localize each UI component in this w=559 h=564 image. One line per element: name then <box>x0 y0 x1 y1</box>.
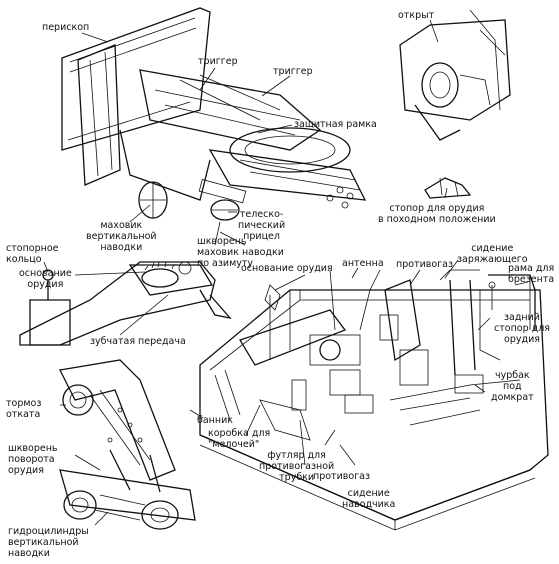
label-azimuth-handwheel: маховик наводки по азимуту <box>197 247 284 269</box>
label-jack-block: чурбак под домкрат <box>491 370 534 403</box>
vehicle-hull-drawing <box>199 269 549 531</box>
label-open: открыт <box>398 10 435 21</box>
label-gas-mask-1: противогаз <box>396 259 454 270</box>
gun-assembly-drawing <box>61 7 367 221</box>
label-antenna: антенна <box>342 258 384 269</box>
label-tarp-frame: рама для брезента <box>508 263 555 285</box>
leader-lines <box>43 19 529 526</box>
label-gear: зубчатая передача <box>90 336 186 347</box>
label-travel-lock: стопор для орудия в походном положении <box>378 203 496 225</box>
label-rear-lock: задний стопор для орудия <box>494 312 550 345</box>
gun-base-drawing <box>19 261 232 346</box>
label-gas-mask-tube-case: футляр для противогазной трубки <box>259 450 335 483</box>
label-shield-frame: защитная рамка <box>294 119 377 130</box>
label-gun-mount-2: основание орудия <box>241 263 333 274</box>
label-rammer: банник <box>197 415 234 426</box>
label-elevation-handwheel: маховик вертикальной наводки <box>86 220 157 253</box>
label-periscope: перископ <box>42 22 90 33</box>
recoil-assembly-drawing <box>59 359 196 530</box>
label-trigger-1: триггер <box>198 56 238 67</box>
label-lock-ring: стопорное кольцо <box>6 243 59 265</box>
label-gun-mount-1: основание орудия <box>19 268 72 290</box>
label-trigger-2: триггер <box>273 66 313 77</box>
label-gas-mask-2: противогаз <box>313 471 371 482</box>
label-traverse-pintle: шкворень поворота орудия <box>8 443 58 476</box>
label-pintle: шкворень <box>197 236 247 247</box>
label-loader-seat: сидение заряжающего <box>457 243 528 265</box>
label-telescopic-sight: телеско- пический прицел <box>238 209 286 242</box>
open-hatch-drawing <box>399 9 511 141</box>
label-gunner-seat: сидение наводчика <box>342 488 396 510</box>
travel-lock-drawing <box>424 177 472 199</box>
label-recoil-brake: тормоз отката <box>6 398 42 420</box>
label-hydraulic-cylinders: гидроцилиндры вертикальной наводки <box>8 526 89 559</box>
label-small-items-box: коробка для "мелочей" <box>208 428 271 450</box>
